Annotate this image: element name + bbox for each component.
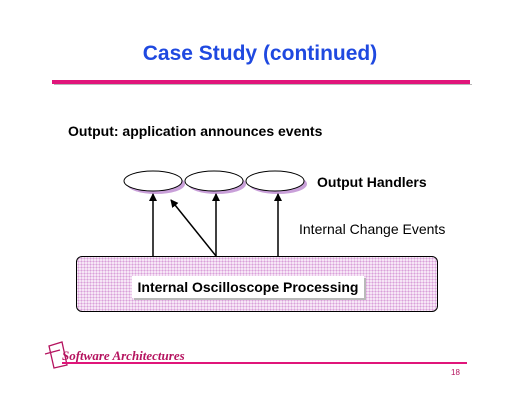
change-events-label: Internal Change Events [299,221,446,237]
output-handlers-label: Output Handlers [317,174,427,190]
handler-ellipse-3 [245,170,305,192]
footer-rule [62,362,467,364]
footer-logo-text: Software Architectures [62,348,185,363]
logo-mark-stroke-icon [44,349,61,355]
title-rule [52,80,470,84]
processing-label: Internal Oscilloscope Processing [137,279,359,295]
slide-title: Case Study (continued) [142,42,378,65]
handler-ellipse-1 [123,170,183,192]
title-rule-shadow [54,84,472,85]
logo-mark-icon [48,341,68,369]
slide-subtitle: Output: application announces events [68,123,323,139]
handler-ellipse-2 [184,170,244,192]
page-number: 18 [451,368,460,377]
event-arrow-2-diagonal [170,199,217,257]
processing-label-box: Internal Oscilloscope Processing [132,276,364,298]
